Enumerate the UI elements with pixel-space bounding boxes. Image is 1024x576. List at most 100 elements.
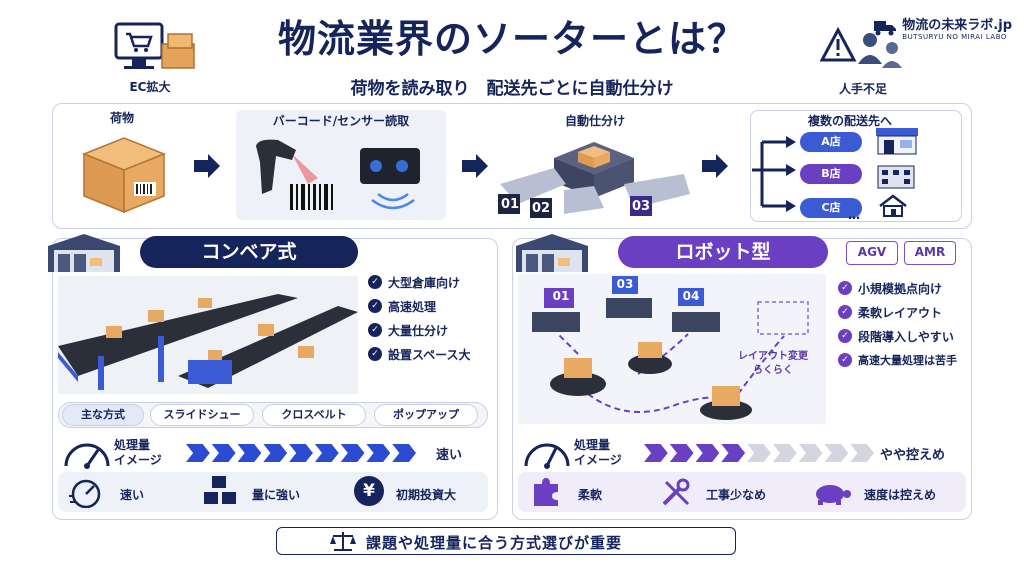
gauge-icon: [524, 443, 570, 469]
feature-text: 速い: [120, 488, 145, 502]
conveyor-illustration: [58, 276, 358, 394]
conveyor-throughput-value: 速い: [436, 448, 463, 463]
robot-illustration: [518, 274, 826, 424]
step-sort-label: 自動仕分け: [564, 114, 625, 128]
check-item: ✓高速大量処理は苦手: [838, 348, 972, 372]
brand-name: 物流の未来ラボ.jp: [902, 18, 1012, 33]
throughput-chevron: [211, 444, 236, 462]
tools-icon: [662, 478, 690, 506]
shortage-label: 人手不足: [838, 82, 887, 96]
conveyor-title: コンベア式: [140, 236, 358, 268]
method-chip: ポップアップ: [374, 404, 478, 426]
throughput-chevron: [644, 444, 668, 462]
check-item: ✓小規模拠点向け: [838, 276, 972, 300]
page-subtitle: 荷物を読み取り 配送先ごとに自動仕分け: [350, 79, 674, 99]
throughput-chevron: [772, 444, 797, 462]
feature-text: 速度は控えめ: [864, 488, 937, 502]
throughput-chevron: [366, 444, 391, 462]
brand-logo: 物流の未来ラボ.jp BUTSURYU NO MIRAI LABO: [872, 14, 1012, 41]
station-label: 04: [682, 289, 700, 303]
conveyor-throughput-label: 処理量 イメージ: [114, 438, 162, 467]
methods-label: 主な方式: [62, 404, 144, 426]
check-icon: ✓: [368, 275, 382, 289]
robot-title: ロボット型: [618, 236, 828, 268]
page-title: 物流業界のソーターとは？: [277, 17, 746, 61]
step-package-label: 荷物: [109, 111, 134, 125]
station-label: 03: [616, 277, 634, 291]
station-label: 01: [552, 289, 570, 303]
barcode-scanner-icon: [256, 139, 420, 210]
layout-change-note: レイアウト変更 らくらく: [738, 351, 808, 376]
feature-text: 工事少なめ: [706, 488, 767, 502]
feature-text: 柔軟: [578, 488, 603, 502]
ec-icon-group: [112, 20, 202, 80]
warning-people-icon: [819, 26, 902, 68]
feature-text: 初期投資大: [396, 488, 457, 502]
check-icon: ✓: [368, 347, 382, 361]
throughput-chevron: [392, 444, 417, 462]
check-item: ✓設置スペース大: [368, 342, 496, 366]
throughput-chevron: [824, 444, 849, 462]
building-icon: [877, 165, 915, 189]
robot-throughput-label: 処理量 イメージ: [574, 438, 622, 467]
throughput-chevron: [237, 444, 262, 462]
shop-icon: [876, 128, 918, 155]
throughput-chevron: [314, 444, 339, 462]
chute-label: 02: [531, 201, 551, 216]
check-icon: ✓: [368, 323, 382, 337]
footer-text: 課題や処理量に合う方式選びが重要: [366, 534, 623, 552]
robot-throughput-bar: [644, 444, 875, 462]
check-icon: ✓: [838, 353, 852, 367]
ec-label: EC拡大: [129, 80, 171, 94]
puzzle-icon: [534, 478, 558, 506]
check-item: ✓段階導入しやすい: [838, 324, 972, 348]
throughput-chevron: [721, 444, 746, 462]
step-destinations-label: 複数の配送先へ: [807, 114, 892, 128]
brand-sub: BUTSURYU NO MIRAI LABO: [902, 33, 1007, 41]
check-icon: ✓: [838, 329, 852, 343]
yen-icon: ¥: [354, 476, 384, 506]
gauge-icon: [64, 443, 110, 469]
check-icon: ✓: [838, 305, 852, 319]
chute-label: 03: [631, 199, 651, 214]
throughput-chevron: [289, 444, 313, 462]
check-icon: ✓: [838, 281, 852, 295]
throughput-chevron: [669, 444, 694, 462]
house-icon: [879, 194, 907, 217]
computer-cart-icon: [114, 22, 195, 69]
throughput-chevron: [850, 444, 875, 462]
amr-tag: AMR: [904, 241, 956, 265]
check-item: ✓高速処理: [368, 294, 496, 318]
store-a-button: A店: [800, 132, 862, 152]
store-b-button: B店: [800, 164, 862, 184]
conveyor-throughput-bar: [186, 444, 417, 462]
method-chip: スライドシュー: [150, 404, 254, 426]
conveyor-features: [58, 472, 488, 512]
agv-tag: AGV: [846, 241, 898, 265]
more-destinations: …: [848, 208, 860, 222]
check-item: ✓大量仕分け: [368, 318, 496, 342]
truck-arrow-icon: [874, 20, 897, 35]
check-icon: ✓: [368, 299, 382, 313]
robot-throughput-value: やや控えめ: [880, 448, 946, 463]
arrow-right-icon: [462, 154, 488, 178]
shortage-icon-group: [819, 26, 910, 82]
method-chip: クロスベルト: [262, 404, 366, 426]
throughput-chevron: [695, 444, 720, 462]
throughput-chevron: [186, 444, 210, 462]
check-item: ✓大型倉庫向け: [368, 270, 496, 294]
conveyor-checks: ✓大型倉庫向け ✓高速処理 ✓大量仕分け ✓設置スペース大: [368, 270, 496, 366]
sorter-machine-icon: [498, 142, 690, 218]
robot-checks: ✓小規模拠点向け ✓柔軟レイアウト ✓段階導入しやすい ✓高速大量処理は苦手: [838, 276, 972, 372]
throughput-chevron: [340, 444, 365, 462]
warehouse-icon: [48, 234, 120, 272]
arrow-right-icon: [702, 154, 728, 178]
robot-features: [518, 472, 966, 512]
step-scan-label: バーコード/センサー読取: [272, 114, 410, 128]
boxes-icon: [204, 476, 236, 504]
branch-arrows-icon: [752, 136, 796, 212]
turtle-icon: [816, 485, 851, 505]
feature-text: 量に強い: [252, 488, 301, 502]
arrow-right-icon: [194, 154, 220, 178]
package-icon: [81, 137, 167, 214]
